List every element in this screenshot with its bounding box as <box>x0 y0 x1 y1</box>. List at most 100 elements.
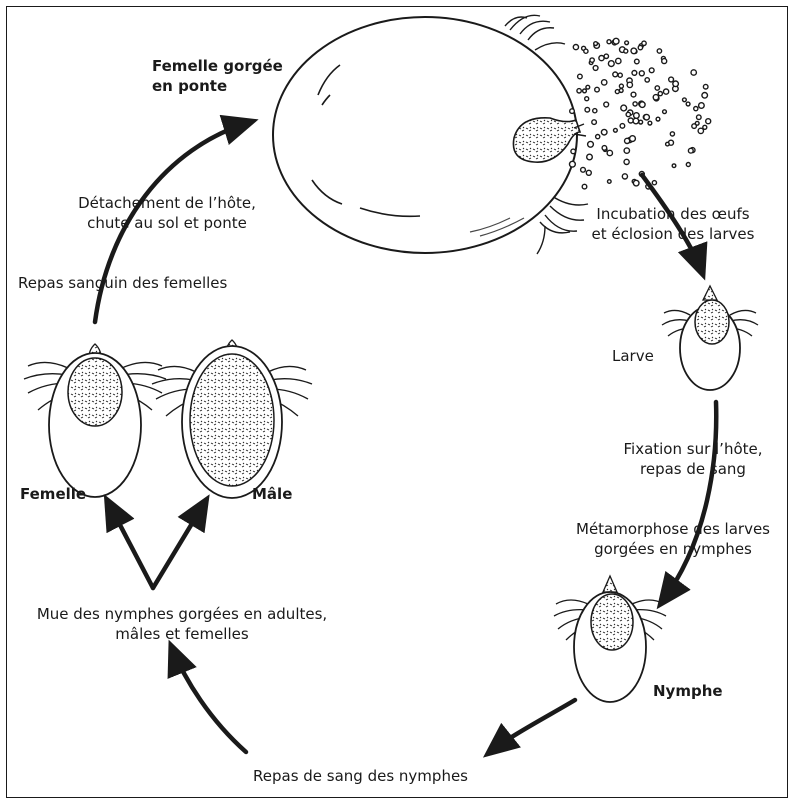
egg-dot <box>669 77 674 82</box>
egg-dot <box>582 184 587 189</box>
egg-dot <box>607 40 611 44</box>
egg-dot <box>585 97 589 101</box>
egg-dot <box>649 68 654 73</box>
egg-dot <box>578 74 583 79</box>
label-larva-molt: Métamorphose des larves gorgées en nymph… <box>562 519 784 559</box>
egg-dot <box>590 58 594 62</box>
label-female: Femelle <box>20 484 86 504</box>
egg-dot <box>632 71 637 76</box>
egg-dot <box>570 109 575 114</box>
egg-dot <box>586 85 590 89</box>
egg-dot <box>613 38 619 44</box>
egg-dot <box>624 159 629 164</box>
egg-dot <box>596 135 600 139</box>
egg-dot <box>686 102 690 106</box>
egg-dot <box>694 107 698 111</box>
egg-dot <box>630 136 636 142</box>
egg-dot <box>583 89 587 93</box>
egg-dot <box>588 141 594 147</box>
arrow-molt-to-female <box>108 502 153 588</box>
egg-dot <box>619 84 623 88</box>
egg-dot <box>620 124 625 129</box>
egg-dot <box>625 41 629 45</box>
egg-dot <box>670 132 674 136</box>
egg-dot <box>633 102 637 106</box>
egg-dot <box>672 164 676 168</box>
egg-dot <box>607 150 612 155</box>
egg-dot <box>639 71 644 76</box>
egg-dot <box>695 121 699 125</box>
egg-dot <box>648 121 652 125</box>
egg-dot <box>593 109 597 113</box>
label-larva-feeding: Fixation sur l’hôte, repas de sang <box>608 439 778 479</box>
egg-dot <box>624 49 628 53</box>
egg-dot <box>601 129 607 135</box>
egg-dot <box>653 95 658 100</box>
egg-dot <box>644 114 650 120</box>
egg-dot <box>608 61 614 67</box>
label-female-meal: Repas sanguin des femelles <box>18 273 227 293</box>
egg-dot <box>691 70 696 75</box>
label-detachment: Détachement de l’hôte, chute au sol et p… <box>52 193 282 233</box>
adult-female-illustration <box>24 344 166 497</box>
egg-dot <box>664 89 669 94</box>
egg-dot <box>622 174 627 179</box>
egg-dot <box>686 163 690 167</box>
egg-dot <box>571 149 576 154</box>
egg-dot <box>631 48 637 54</box>
arrow-larva-to-nymph <box>662 402 716 602</box>
egg-dot <box>706 119 711 124</box>
egg-dot <box>615 90 619 94</box>
arrow-nymph-to-meal <box>490 700 575 752</box>
label-nymph: Nymphe <box>653 681 723 701</box>
label-incubation: Incubation des œufs et éclosion des larv… <box>568 204 778 244</box>
egg-dot <box>658 92 662 96</box>
egg-dot <box>614 128 618 132</box>
egg-dot <box>592 120 597 125</box>
egg-dot <box>599 56 604 61</box>
egg-dot <box>621 105 627 111</box>
egg-dot <box>595 87 600 92</box>
egg-dot <box>657 49 661 53</box>
label-male: Mâle <box>252 484 292 504</box>
egg-dot <box>608 180 612 184</box>
egg-dot <box>594 42 598 46</box>
arrow-meal-to-molt <box>172 648 246 752</box>
egg-dot <box>602 80 607 85</box>
egg-dot <box>618 73 622 77</box>
egg-dot <box>703 125 707 129</box>
egg-dot <box>683 98 687 102</box>
egg-dot <box>666 142 670 146</box>
egg-dot <box>586 170 591 175</box>
egg-dot <box>663 110 667 114</box>
egg-dot <box>585 107 590 112</box>
egg-dot <box>698 128 703 133</box>
egg-dot <box>634 113 640 119</box>
egg-dot <box>616 58 621 63</box>
egg-dot <box>604 54 608 58</box>
egg-dot <box>645 78 649 82</box>
eggs-cluster <box>570 38 711 189</box>
label-nymph-molt: Mue des nymphes gorgées en adultes, mâle… <box>32 604 332 644</box>
egg-dot <box>652 181 656 185</box>
label-larva: Larve <box>612 346 654 366</box>
egg-dot <box>587 154 593 160</box>
arrow-molt-to-male <box>153 502 205 588</box>
egg-dot <box>581 167 586 172</box>
nymph-illustration <box>554 576 666 702</box>
label-engorged-female: Femelle gorgée en ponte <box>152 56 283 96</box>
egg-dot <box>635 59 640 64</box>
egg-dot <box>584 49 588 53</box>
egg-dot <box>703 84 708 89</box>
egg-dot <box>627 82 632 87</box>
egg-dot <box>633 180 639 186</box>
egg-dot <box>625 138 630 143</box>
egg-dot <box>577 89 581 93</box>
egg-dot <box>604 102 609 107</box>
egg-dot <box>697 115 702 120</box>
egg-dot <box>624 148 629 153</box>
egg-dot <box>642 41 646 45</box>
egg-dot <box>673 81 679 87</box>
egg-dot <box>699 103 705 109</box>
label-nymph-meal: Repas de sang des nymphes <box>253 766 468 786</box>
